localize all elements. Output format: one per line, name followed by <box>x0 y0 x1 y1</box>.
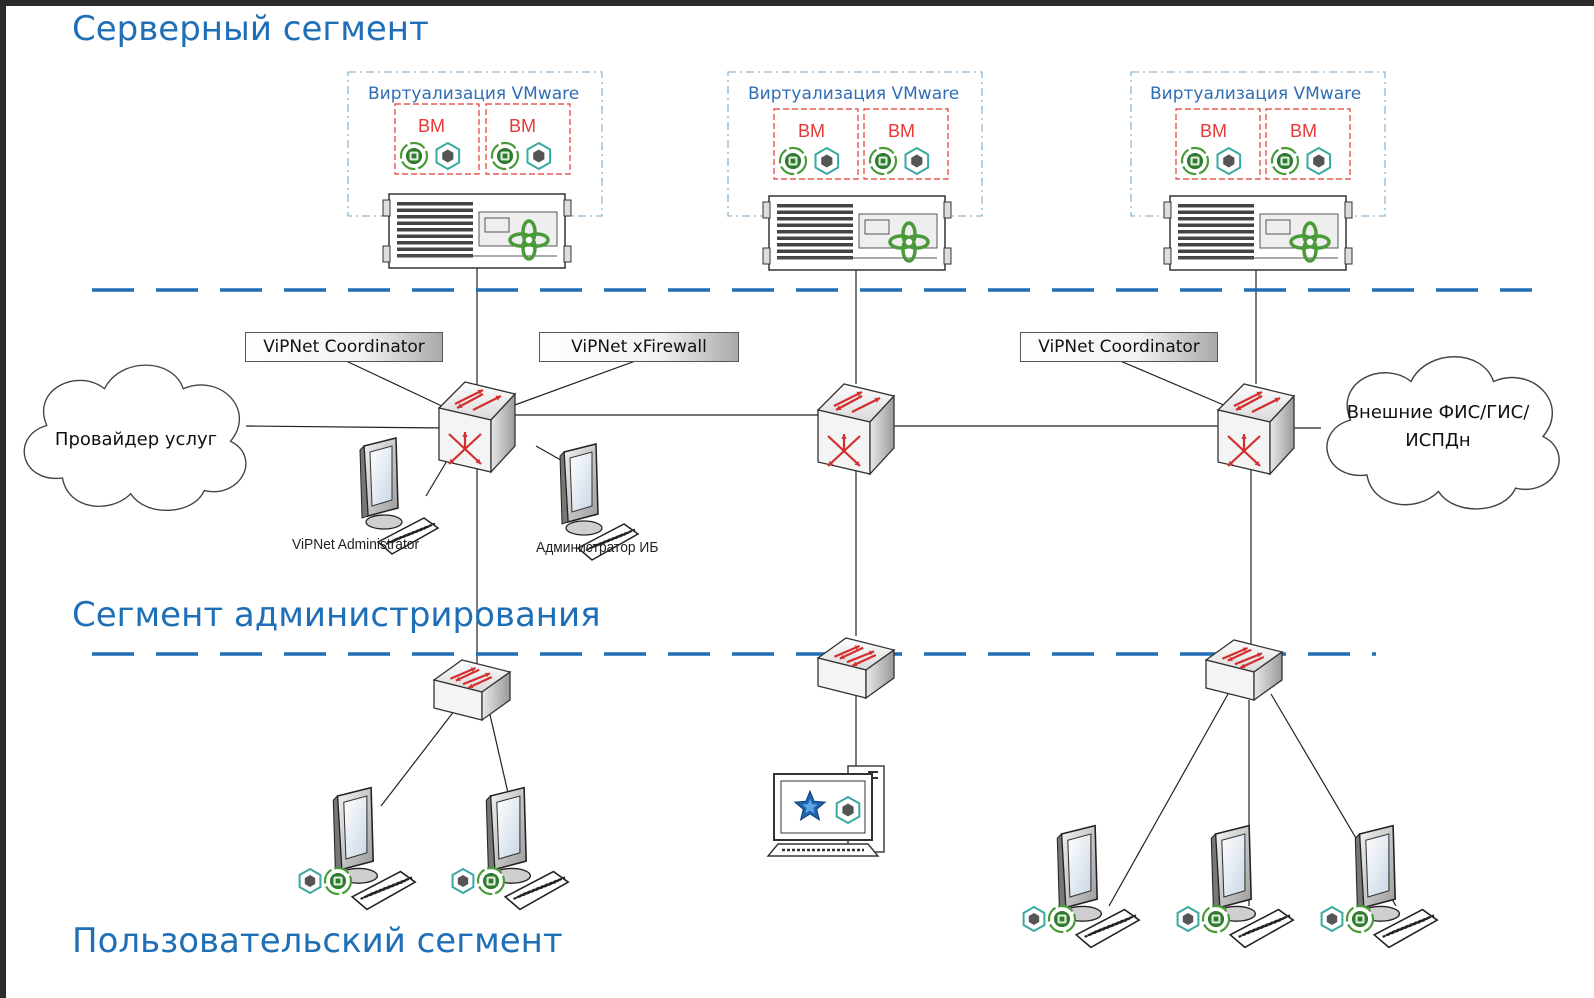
vipnet-shield-icon <box>814 146 840 176</box>
vipnet-client-icon <box>476 866 506 896</box>
rack-server-1 <box>382 193 572 269</box>
connection-line <box>511 359 639 407</box>
access-switch-right <box>1204 639 1284 702</box>
workstation-security-admin <box>559 443 640 561</box>
core-switch-left <box>437 381 517 474</box>
connection-line <box>487 705 512 807</box>
server-segment-title: Серверный сегмент <box>72 9 429 49</box>
core-switch-right <box>1216 383 1296 476</box>
vipnet-shield-icon <box>1320 905 1344 933</box>
external-systems-cloud-icon <box>1326 356 1560 510</box>
vm-label: ВМ <box>418 116 445 136</box>
connection-line <box>1108 693 1229 907</box>
network-diagram: Серверный сегмент Сегмент администрирова… <box>6 6 1594 998</box>
rack-server-3 <box>1163 195 1353 271</box>
vipnet-shield-icon <box>1022 905 1046 933</box>
vipnet-shield-icon <box>904 146 930 176</box>
vipnet-client-icon <box>1270 146 1300 176</box>
vipnet-shield-icon <box>1176 905 1200 933</box>
vm-label: ВМ <box>1290 121 1317 141</box>
access-switch-center <box>816 637 896 700</box>
workstation-vipnet-administrator <box>359 437 440 555</box>
provider-cloud-label: Провайдер услуг <box>54 429 218 450</box>
vm-label: ВМ <box>798 121 825 141</box>
vipnet-shield-icon <box>435 141 461 171</box>
vipnet-administrator-label: ViPNet Administrator <box>292 536 420 553</box>
vm-box <box>1265 108 1351 180</box>
vm-box <box>773 108 859 180</box>
vm-box <box>863 108 949 180</box>
workstation-user-2 <box>485 786 570 911</box>
provider-cloud-icon <box>23 364 247 512</box>
vipnet-coordinator-left-tag: ViPNet Coordinator <box>245 332 443 362</box>
vipnet-logo-icon <box>1289 221 1331 263</box>
connection-line <box>380 705 459 807</box>
vipnet-shield-icon <box>1216 146 1242 176</box>
vm-label: ВМ <box>888 121 915 141</box>
external-cloud-label-line2: ИСПДн <box>1405 430 1471 451</box>
vipnet-logo-icon <box>508 219 550 261</box>
virtualization-label-2: Виртуализация VMware <box>748 84 960 104</box>
core-switch-center <box>816 383 896 476</box>
vipnet-client-icon <box>1047 904 1077 934</box>
diagram-svg <box>23 71 1560 949</box>
vm-box <box>394 103 480 175</box>
workstation-user-1 <box>332 786 417 911</box>
workstation-user-5 <box>1354 824 1439 949</box>
vipnet-shield-icon <box>298 867 322 895</box>
vipnet-client-icon <box>1345 904 1375 934</box>
connection-line <box>1117 359 1227 407</box>
vipnet-xfirewall-tag: ViPNet xFirewall <box>539 332 739 362</box>
connection-line <box>245 425 447 429</box>
star-icon <box>793 789 827 821</box>
access-switch-left <box>432 659 512 722</box>
vm-box <box>485 103 571 175</box>
vipnet-coordinator-right-tag: ViPNet Coordinator <box>1020 332 1218 362</box>
vipnet-client-icon <box>1180 146 1210 176</box>
connection-line <box>343 359 447 409</box>
vipnet-client-icon <box>868 146 898 176</box>
security-admin-label: Администратор ИБ <box>536 539 659 556</box>
vipnet-shield-icon <box>835 795 861 825</box>
vipnet-shield-icon <box>451 867 475 895</box>
vipnet-client-icon <box>778 146 808 176</box>
vipnet-client-icon <box>323 866 353 896</box>
vm-box <box>1175 108 1261 180</box>
vm-label: ВМ <box>509 116 536 136</box>
vipnet-shield-icon <box>526 141 552 171</box>
rack-server-2 <box>762 195 952 271</box>
workstation-user-4 <box>1210 824 1295 949</box>
admin-segment-title: Сегмент администрирования <box>72 595 601 635</box>
external-cloud-label-line1: Внешние ФИС/ГИС/ <box>1346 402 1530 423</box>
user-segment-title: Пользовательский сегмент <box>72 921 563 961</box>
vm-label: ВМ <box>1200 121 1227 141</box>
vipnet-client-icon <box>490 141 520 171</box>
vipnet-client-icon <box>399 141 429 171</box>
management-console-workstation <box>766 765 885 857</box>
virtualization-label-3: Виртуализация VMware <box>1150 84 1362 104</box>
virtualization-label-1: Виртуализация VMware <box>368 84 580 104</box>
vipnet-logo-icon <box>888 221 930 263</box>
vipnet-shield-icon <box>1306 146 1332 176</box>
vipnet-client-icon <box>1201 904 1231 934</box>
